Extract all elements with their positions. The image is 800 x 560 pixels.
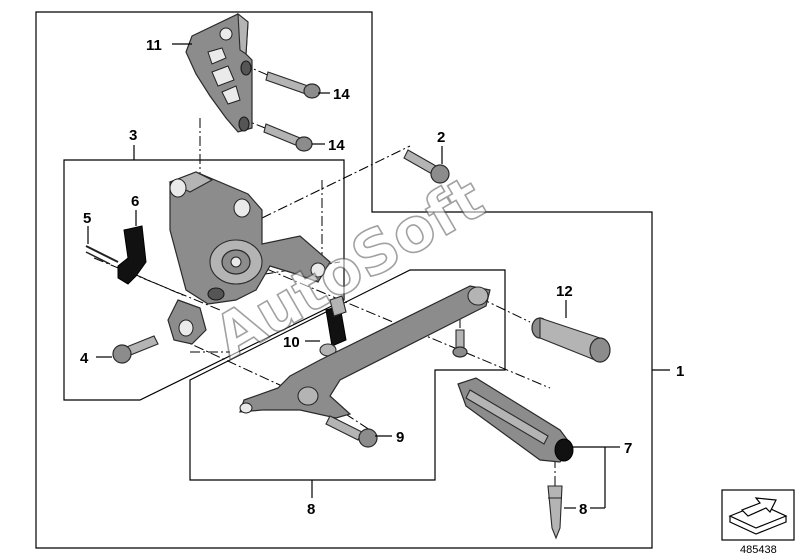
callout-2: 2 — [437, 129, 445, 146]
part-2-bolt — [403, 149, 450, 184]
callout-8: 8 — [579, 501, 587, 518]
callout-7: 7 — [624, 440, 632, 457]
callout-9: 8 — [307, 501, 315, 518]
part-6-clip — [117, 225, 147, 285]
callout-14-upper: 14 — [333, 86, 350, 103]
arrow-box-icon — [721, 489, 795, 541]
frame-group-3 — [63, 159, 345, 401]
callout-4: 4 — [80, 350, 89, 367]
part-8-peg-tip — [547, 485, 563, 540]
callout-1: 1 — [676, 363, 684, 380]
leader-lines — [87, 43, 670, 509]
part-10-bolt — [325, 415, 378, 448]
callout-14-lower: 14 — [328, 137, 345, 154]
callouts: 11 14 14 2 3 5 6 4 10 9 12 1 8 7 8 — [80, 37, 684, 518]
callout-5: 5 — [83, 210, 91, 227]
part-14-bolt-upper — [265, 71, 321, 99]
callout-13: 11 — [146, 37, 162, 54]
callout-12: 12 — [556, 283, 573, 300]
part-9-shift-lever — [239, 285, 491, 419]
frame-group-9 — [189, 269, 506, 481]
part-13-bracket-plate — [185, 12, 253, 133]
lever-small-bolt — [452, 329, 468, 358]
part-3-footrest-carrier — [167, 171, 331, 345]
callout-11: 10 — [283, 334, 300, 351]
part-4-bolt — [112, 335, 159, 364]
part-5-pin — [85, 245, 119, 265]
callout-3: 3 — [129, 127, 137, 144]
part-12-bushing — [531, 317, 611, 363]
callout-10: 9 — [396, 429, 404, 446]
frame-group-1 — [35, 11, 653, 549]
image-id: 485438 — [740, 544, 777, 556]
part-11-spring — [319, 295, 347, 357]
part-7-footpeg — [457, 377, 574, 463]
callout-6: 6 — [131, 193, 139, 210]
part-14-bolt-lower — [263, 123, 313, 152]
